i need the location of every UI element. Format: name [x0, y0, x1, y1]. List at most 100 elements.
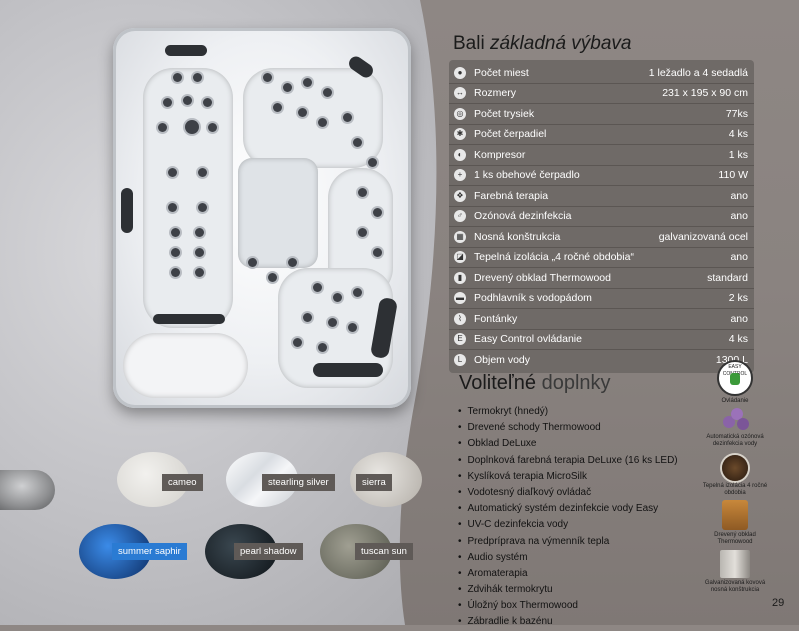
- compressor-icon: ◐: [454, 148, 466, 161]
- spec-row: ✱ Počet čerpadiel 4 ks: [449, 125, 754, 145]
- spec-label: Objem vody: [474, 353, 531, 366]
- jet-icon: ◎: [454, 107, 466, 120]
- spec-label: 1 ks obehové čerpadlo: [474, 169, 580, 182]
- hot-tub-image: [113, 28, 411, 408]
- headrest-icon: ▬: [454, 292, 466, 305]
- easy-control-feature: EASY CONTROL Ovládanie: [699, 360, 771, 405]
- swatch-label: pearl shadow: [234, 543, 303, 560]
- option-item: Automatický systém dezinfekcie vody Easy: [458, 501, 678, 517]
- swatch-label: sierra: [356, 474, 392, 491]
- spec-value: ano: [730, 189, 748, 202]
- spec-row: ▬ Podhlavník s vodopádom 2 ks: [449, 289, 754, 309]
- option-item: Zdvihák termokrytu: [458, 582, 678, 598]
- insulation-feature: Tepelná izolácia 4 ročné obdobia: [699, 455, 771, 497]
- spec-label: Nosná konštrukcia: [474, 230, 561, 243]
- spec-value: 1 ležadlo a 4 sedadlá: [648, 66, 748, 79]
- option-item: Predpríprava na výmenník tepla: [458, 534, 678, 550]
- steel-frame-feature: Galvanizovaná kovová nosná konštrukcia: [699, 550, 771, 594]
- option-item: Aromaterapia: [458, 566, 678, 582]
- side-feature-label: Galvanizovaná kovová nosná konštrukcia: [704, 580, 766, 593]
- steel-frame-icon: [720, 550, 750, 578]
- lounger-seat: [143, 68, 233, 328]
- easy-control-icon: EASY CONTROL: [717, 360, 753, 396]
- spec-label: Podhlavník s vodopádom: [474, 292, 592, 305]
- options-title-bold: Voliteľné: [459, 372, 537, 394]
- insulation-icon: ◪: [454, 251, 466, 264]
- spec-row: ⌇ Fontánky ano: [449, 309, 754, 330]
- person-icon: ●: [454, 66, 466, 79]
- spec-row: ❖ Farebná terapia ano: [449, 186, 754, 207]
- spec-row: ♂ Ozónová dezinfekcia ano: [449, 207, 754, 227]
- wood-cladding-feature: Drevený obklad Thermowood: [699, 500, 771, 546]
- spec-row: ▮ Drevený obklad Thermowood standard: [449, 268, 754, 289]
- fountain-icon: ⌇: [454, 312, 466, 325]
- corner-seat: [243, 68, 383, 168]
- ozone-feature: Automatická ozónová dezinfekcia vody: [699, 408, 771, 448]
- spec-label: Ozónová dezinfekcia: [474, 210, 572, 223]
- specs-table: ● Počet miest 1 ležadlo a 4 sedadlá ↔ Ro…: [449, 60, 754, 373]
- wood-icon: ▮: [454, 271, 466, 284]
- page-number: 29: [772, 597, 785, 609]
- spec-value: ano: [730, 312, 748, 325]
- spec-value: 4 ks: [728, 128, 748, 141]
- spec-label: Počet miest: [474, 66, 529, 79]
- spec-label: Tepelná izolácia „4 ročné obdobia“: [474, 251, 634, 264]
- option-item: UV-C dezinfekcia vody: [458, 517, 678, 533]
- wood-cladding-icon: [722, 500, 748, 530]
- swatch-label: cameo: [162, 474, 203, 491]
- swatch-label: stearling silver: [262, 474, 335, 491]
- headrest-pillow: [121, 188, 133, 233]
- spec-value: 1 ks: [728, 148, 748, 161]
- frame-icon: ▦: [454, 230, 466, 243]
- insulation-sample-icon: [722, 455, 748, 481]
- pump-icon: ✱: [454, 128, 466, 141]
- bali-title-rest: základná výbava: [489, 33, 632, 54]
- option-item: Vodotesný diaľkový ovládač: [458, 485, 678, 501]
- option-item: Úložný box Thermowood: [458, 598, 678, 614]
- dimensions-icon: ↔: [454, 87, 466, 100]
- option-item: Drevené schody Thermowood: [458, 420, 678, 436]
- side-feature-label: Tepelná izolácia 4 ročné obdobia: [702, 483, 768, 496]
- option-item: Audio systém: [458, 550, 678, 566]
- spec-label: Easy Control ovládanie: [474, 333, 582, 346]
- spec-label: Fontánky: [474, 312, 518, 325]
- control-panel: [153, 314, 225, 324]
- option-item: Termokryt (hnedý): [458, 404, 678, 420]
- color-therapy-icon: ❖: [454, 189, 466, 202]
- headrest-pillow: [313, 363, 383, 377]
- spec-row: + 1 ks obehové čerpadlo 110 W: [449, 166, 754, 186]
- spec-value: standard: [707, 271, 748, 284]
- side-feature-label: Automatická ozónová dezinfekcia vody: [706, 434, 764, 447]
- footwell: [238, 158, 318, 268]
- spec-row: ◪ Tepelná izolácia „4 ročné obdobia“ ano: [449, 248, 754, 268]
- spec-row: ↔ Rozmery 231 x 195 x 90 cm: [449, 84, 754, 104]
- spec-value: ano: [730, 251, 748, 264]
- step-area: [123, 333, 248, 398]
- spec-value: 110 W: [718, 169, 748, 182]
- side-feature-label: Ovládanie: [721, 398, 749, 404]
- spec-label: Počet trysiek: [474, 107, 535, 120]
- spec-row: ◎ Počet trysiek 77ks: [449, 104, 754, 125]
- metal-handle-image: [0, 470, 55, 510]
- swatch-label: tuscan sun: [355, 543, 413, 560]
- spec-row: ▦ Nosná konštrukcia galvanizovaná ocel: [449, 227, 754, 248]
- ozone-icon: ♂: [454, 210, 466, 223]
- spec-label: Kompresor: [474, 148, 526, 161]
- spec-label: Rozmery: [474, 87, 517, 100]
- spec-label: Drevený obklad Thermowood: [474, 271, 611, 284]
- bali-title-bold: Bali: [453, 33, 485, 54]
- ozone-molecule-icon: [721, 408, 749, 432]
- spec-value: ano: [730, 210, 748, 223]
- swatch-label: summer saphir: [112, 543, 187, 560]
- spec-row: E Easy Control ovládanie 4 ks: [449, 330, 754, 350]
- bali-title: Bali základná výbava: [453, 33, 632, 55]
- option-item: Obklad DeLuxe: [458, 436, 678, 452]
- spec-row: ◐ Kompresor 1 ks: [449, 145, 754, 166]
- side-feature-label: Drevený obklad Thermowood: [714, 532, 756, 545]
- spec-label: Farebná terapia: [474, 189, 549, 202]
- options-list: Termokryt (hnedý) Drevené schody Thermow…: [458, 404, 678, 631]
- spec-row: ● Počet miest 1 ležadlo a 4 sedadlá: [449, 63, 754, 84]
- option-item: Zábradlie k bazénu: [458, 614, 678, 630]
- control-icon: E: [454, 333, 466, 346]
- options-title: Voliteľné doplnky: [459, 372, 611, 395]
